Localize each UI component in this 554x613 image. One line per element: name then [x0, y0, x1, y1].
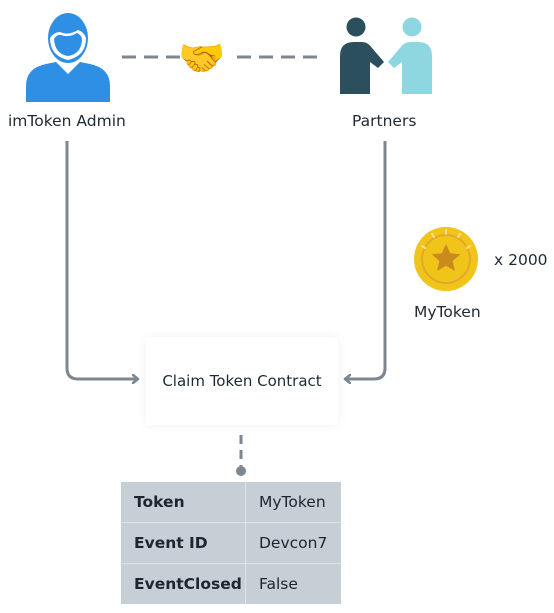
table-anchor-dot [236, 466, 246, 476]
table-key-cell: EventClosed [121, 563, 246, 604]
contract-label: Claim Token Contract [162, 372, 322, 390]
table-value-cell: False [259, 575, 298, 593]
token-quantity: x 2000 [494, 251, 548, 269]
table-row: Event ID Devcon7 [121, 522, 341, 564]
admin-person-icon [26, 13, 110, 102]
table-row: EventClosed False [121, 563, 341, 604]
table-row: Token MyToken [121, 482, 341, 523]
claim-token-contract-box: Claim Token Contract [146, 337, 338, 425]
token-info-table: Token MyToken Event ID Devcon7 EventClos… [121, 482, 341, 604]
handshake-icon: 🤝 [178, 36, 226, 80]
coin-icon [414, 227, 478, 291]
admin-label: imToken Admin [8, 112, 126, 130]
partners-icon [340, 17, 432, 94]
table-key-cell: Token [121, 482, 246, 523]
token-label: MyToken [414, 303, 481, 321]
partners-to-contract-arrow [345, 141, 387, 379]
table-key-cell: Event ID [121, 522, 246, 564]
admin-to-contract-arrow [65, 141, 138, 379]
partners-label: Partners [352, 112, 417, 130]
table-value-cell: Devcon7 [245, 522, 341, 564]
table-value-cell: MyToken [245, 482, 341, 523]
